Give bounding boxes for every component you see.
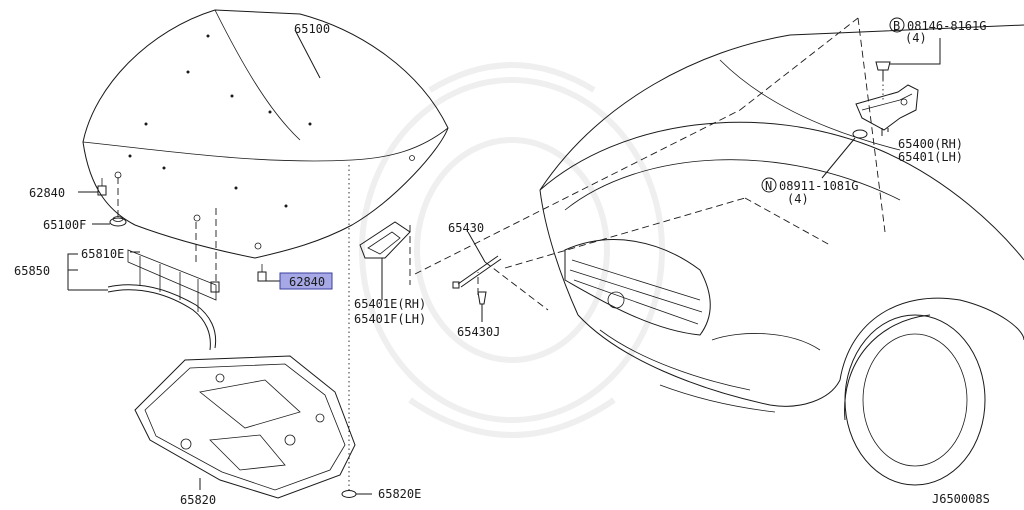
screw-62840-center: [257, 264, 280, 282]
label-nut-prefix: N: [765, 179, 772, 193]
stay-65430: [452, 231, 549, 311]
label-65401f: 65401F(LH): [354, 312, 426, 326]
label-bolt-code: 08146-8161G: [907, 19, 986, 33]
label-62840-left: 62840: [29, 186, 65, 200]
seal-65850: [67, 249, 220, 351]
label-62840-highlighted[interactable]: 62840: [289, 275, 325, 289]
hinge-65400: [855, 84, 919, 136]
label-65100f: 65100F: [43, 218, 86, 232]
label-bolt-prefix: B: [893, 19, 900, 33]
label-65850: 65850: [14, 264, 50, 278]
car-front-view: [539, 24, 1024, 486]
label-65430: 65430: [448, 221, 484, 235]
hood-holes: [114, 34, 415, 250]
screw-62840-left: [78, 178, 107, 196]
nut-08911: [821, 129, 868, 179]
label-65401e: 65401E(RH): [354, 297, 426, 311]
clip-65820e: [341, 490, 372, 498]
under-cover-65820: [134, 355, 356, 499]
label-65401: 65401(LH): [898, 150, 963, 164]
label-nut-qty: (4): [787, 192, 809, 206]
label-bolt-qty: (4): [905, 31, 927, 45]
nut-prefix-circle: [761, 177, 777, 193]
highlight-box: [279, 272, 333, 290]
label-hood: 65100: [294, 22, 330, 36]
label-65430j: 65430J: [457, 325, 500, 339]
watermark-emblem: [359, 62, 665, 438]
label-65820e: 65820E: [378, 487, 421, 501]
label-65400: 65400(RH): [898, 137, 963, 151]
label-65820: 65820: [180, 493, 216, 507]
label-65810e: 65810E: [81, 247, 124, 261]
stay-clip-65430j: [477, 291, 487, 322]
diagram-code: J650008S: [932, 492, 990, 506]
bumper-65100f: [92, 177, 127, 227]
bolt-prefix-circle: [889, 17, 905, 33]
striker-65401: [359, 221, 411, 300]
label-nut-code: 08911-1081G: [779, 179, 858, 193]
hood-panel: [82, 9, 449, 259]
bolt-08146: [875, 38, 941, 100]
